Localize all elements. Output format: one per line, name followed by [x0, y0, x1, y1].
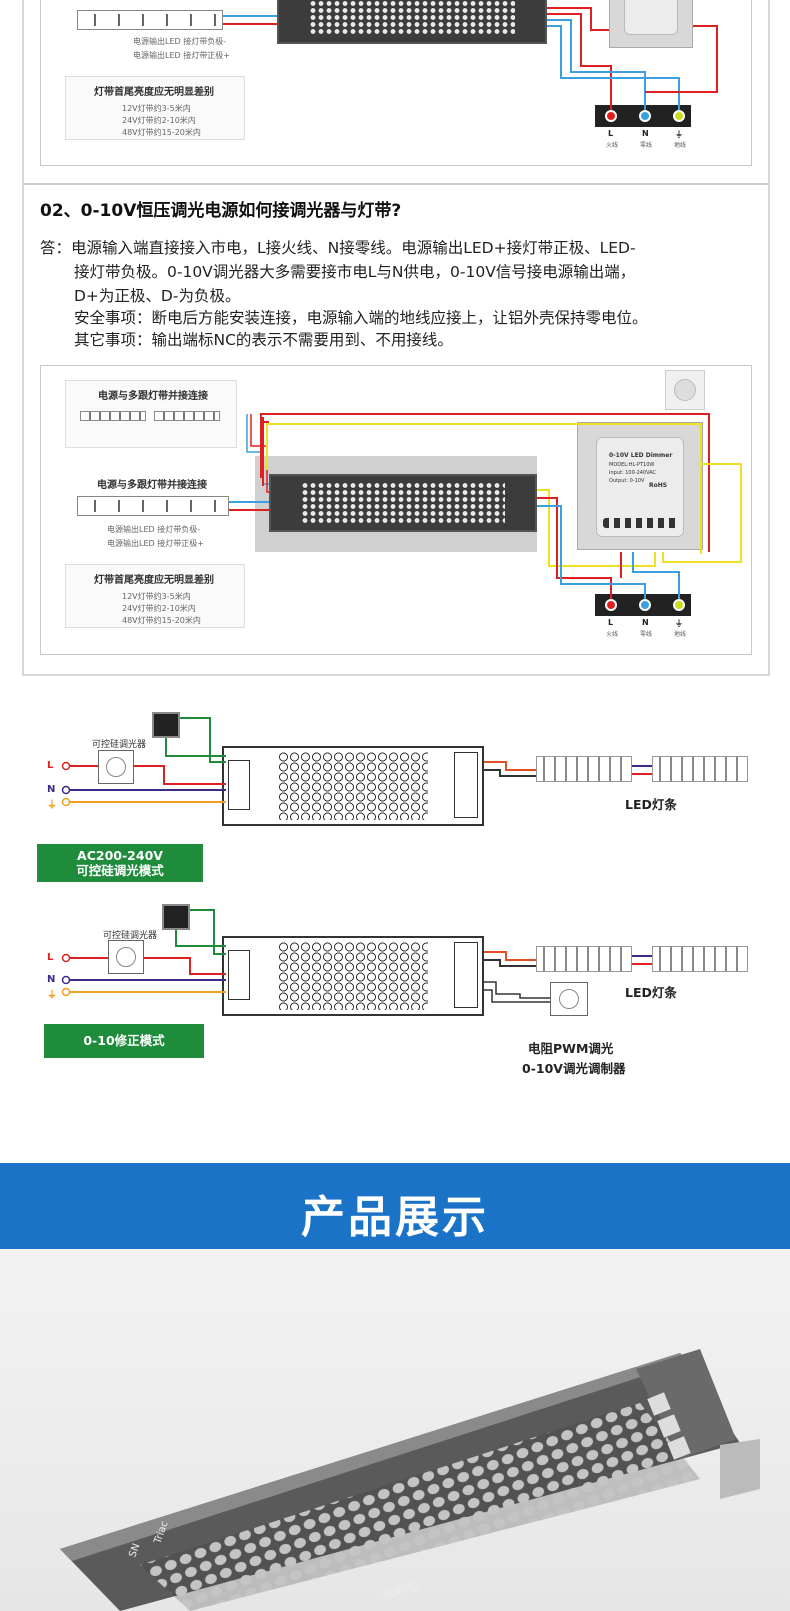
terminal-sub: 零线	[640, 631, 653, 638]
led-strip	[536, 946, 632, 972]
wiring-2-wires	[61, 909, 652, 1003]
power-supply-image	[277, 0, 547, 44]
dimmer-label: 可控硅调光器	[92, 740, 147, 750]
led-strip	[80, 411, 146, 421]
wiring-1-wires	[61, 717, 652, 807]
pwm-dimmer-knob	[550, 982, 588, 1016]
pwm-label: 电阻PWM调光	[528, 1041, 614, 1056]
line-l-label: L	[47, 760, 54, 771]
terminal-l	[605, 110, 617, 122]
strip-label-neg: 电源输出LED 接灯带负极-	[133, 37, 227, 46]
dimmer-image: 0-10V LED Dimmer MODEL:HL-PT10W Input: 1…	[577, 422, 703, 550]
terminal-label: ⏚	[675, 130, 683, 139]
question-title: 02、0-10V恒压调光电源如何接调光器与灯带?	[40, 201, 402, 221]
mid-wires	[229, 413, 742, 599]
banner-title: 产品展示	[301, 1192, 489, 1243]
pwm-label: 0-10V调光调制器	[522, 1061, 626, 1076]
top-wires	[223, 7, 718, 110]
answer-line: 安全事项：断电后方能安装连接，电源输入端的地线应接上，让铝外壳保持零电位。	[74, 309, 648, 327]
psu-outline	[222, 746, 484, 826]
terminal-ground	[673, 110, 685, 122]
answer-line: 接灯带负极。0-10V调光器大多需要接市电L与N供电，0-10V信号接电源输出端…	[74, 263, 636, 281]
wiring-diagram-0-10v: 可控硅调光器 L N ⏚ LED灯条 电阻PWM调光 0-10V调光调制器 0-…	[0, 894, 790, 1094]
section-divider	[22, 183, 770, 185]
dimmer-wiring-diagram: 电源与多跟灯带并接连接 电源与多跟灯带并接连接 电源输出LED 接灯带负极- 电…	[40, 365, 752, 655]
terminal-label: N	[642, 129, 649, 138]
caption-line: 12V灯带约3-5米内	[122, 592, 191, 601]
caption-line: 48V灯带约15-20米内	[122, 128, 201, 137]
dimmer-terminals	[603, 518, 679, 528]
caption-line: 12V灯带约3-5米内	[122, 104, 191, 113]
wiring-diagram-triac: 可控硅调光器 L N ⏚ LED灯条 AC200-240V 可控硅调光模式	[0, 700, 790, 890]
dimmer-knob	[98, 750, 134, 784]
dimmer-text: Input: 100-240VAC	[609, 470, 657, 476]
product-photo	[60, 1349, 760, 1611]
dimmer-knob	[108, 940, 144, 974]
terminal-sub: 地线	[674, 142, 687, 149]
terminal-label: L	[608, 618, 614, 627]
caption-title: 灯带首尾亮度应无明显差别	[94, 87, 214, 98]
terminal-label: N	[642, 618, 649, 627]
line-n-label: N	[47, 784, 56, 795]
dimmer-switch	[162, 904, 190, 930]
mode-badge-line: AC200-240V	[77, 848, 163, 863]
parallel-title: 电源与多跟灯带并接连接	[98, 391, 208, 402]
psu-outline	[222, 936, 484, 1016]
terminal-ground	[673, 599, 685, 611]
top-wiring-diagram: 电源输出LED 接灯带负极- 电源输出LED 接灯带正极+ 灯带首尾亮度应无明显…	[40, 0, 752, 166]
line-e-label: ⏚	[47, 990, 57, 1001]
dimmer-image	[609, 0, 693, 48]
answer-line: 其它事项：输出端标NC的表示不需要用到、不用接线。	[74, 331, 453, 349]
dimmer-text: RoHS	[649, 482, 668, 489]
dimmer-text: MODEL:HL-PT10W	[609, 462, 655, 468]
terminal-l	[605, 599, 617, 611]
terminal-label: ⏚	[675, 619, 683, 628]
led-strip	[652, 946, 748, 972]
led-strip	[652, 756, 748, 782]
product-showcase: SUPPLY Triac SN	[0, 1249, 790, 1611]
led-strip	[536, 756, 632, 782]
caption-line: 24V灯带约2-10米内	[122, 116, 196, 125]
terminal-sub: 零线	[640, 142, 653, 149]
mode-badge-0-10v: 0-10修正模式	[44, 1024, 204, 1058]
led-strip	[77, 496, 229, 516]
terminal-sub: 火线	[606, 631, 619, 638]
led-strip-label: LED灯条	[625, 985, 677, 1000]
led-strip-label: LED灯条	[625, 797, 677, 812]
line-n-label: N	[47, 974, 56, 985]
dimmer-switch	[152, 712, 180, 738]
mode-badge-triac: AC200-240V 可控硅调光模式	[37, 844, 203, 882]
power-supply-image	[269, 474, 537, 532]
strip-label-neg: 电源输出LED 接灯带负极-	[107, 525, 201, 534]
led-strip	[77, 10, 223, 30]
terminal-n	[639, 599, 651, 611]
dimmer-text: Output: 0-10V	[609, 478, 645, 484]
dimmer-text: 0-10V LED Dimmer	[609, 452, 673, 459]
terminal-sub: 火线	[606, 142, 619, 149]
mode-badge-line: 可控硅调光模式	[76, 863, 164, 878]
caption-line: 48V灯带约15-20米内	[122, 616, 201, 625]
brightness-caption-box: 灯带首尾亮度应无明显差别 12V灯带约3-5米内 24V灯带约2-10米内 48…	[65, 564, 245, 628]
answer-line: D+为正极、D-为负极。	[74, 287, 241, 305]
dimmer-thumbnail	[665, 370, 705, 410]
parallel-strips-box: 电源与多跟灯带并接连接	[65, 380, 237, 448]
caption-line: 24V灯带约2-10米内	[122, 604, 196, 613]
strip-label-pos: 电源输出LED 接灯带正极+	[107, 539, 204, 548]
terminal-label: L	[608, 129, 614, 138]
terminal-n	[639, 110, 651, 122]
section-banner: 产品展示	[0, 1163, 790, 1249]
line-e-label: ⏚	[47, 800, 57, 811]
parallel-title: 电源与多跟灯带并接连接	[97, 480, 207, 491]
strip-label-pos: 电源输出LED 接灯带正极+	[133, 51, 230, 60]
caption-title: 灯带首尾亮度应无明显差别	[94, 575, 214, 586]
answer-line: 答：电源输入端直接接入市电，L接火线、N接零线。电源输出LED+接灯带正极、LE…	[40, 239, 636, 257]
led-strip	[154, 411, 220, 421]
line-l-label: L	[47, 952, 54, 963]
dimmer-label: 可控硅调光器	[103, 931, 158, 941]
terminal-sub: 地线	[674, 631, 687, 638]
brightness-caption-box: 灯带首尾亮度应无明显差别 12V灯带约3-5米内 24V灯带约2-10米内 48…	[65, 76, 245, 140]
